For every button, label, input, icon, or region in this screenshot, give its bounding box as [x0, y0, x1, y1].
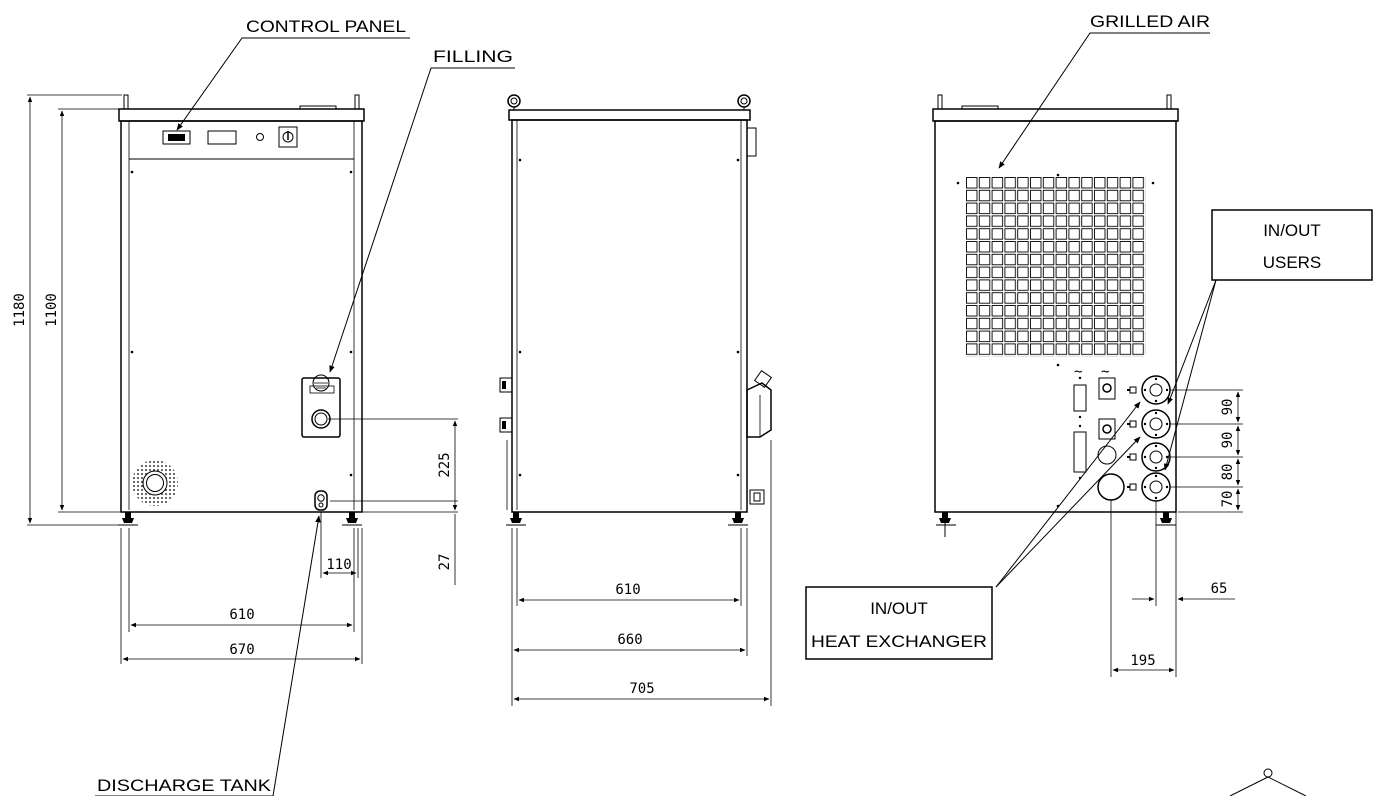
partial-symbol	[1263, 768, 1273, 778]
side-body	[511, 119, 748, 513]
display-unit	[162, 130, 191, 145]
cable-gland-panel	[1073, 431, 1087, 473]
front-dimensions	[27, 94, 458, 664]
label-hx-line2: HEAT EXCHANGER	[811, 632, 987, 651]
foot	[342, 512, 362, 526]
dim-225: 225	[437, 452, 453, 477]
label-hx-line1: IN/OUT	[870, 599, 928, 618]
lifting-pin	[937, 94, 943, 110]
label-discharge-tank: DISCHARGE TANK	[97, 776, 272, 795]
discharge-valve	[314, 490, 328, 511]
dim-90-b: 90	[1220, 432, 1236, 449]
eyebolt	[737, 94, 751, 110]
dim-670: 670	[229, 642, 254, 658]
gland	[1097, 445, 1117, 465]
dim-110: 110	[326, 557, 351, 573]
labels: CONTROL PANEL FILLING DISCHARGE TANK GRI…	[97, 12, 1321, 795]
main-switch	[278, 126, 298, 148]
vent-grille	[132, 460, 178, 506]
label-box-heat-exchanger	[805, 586, 993, 660]
lifting-pin	[1166, 94, 1172, 110]
cabinet-body	[120, 120, 363, 513]
top-cover	[118, 108, 365, 122]
air-grille	[966, 177, 1146, 357]
dim-705: 705	[629, 681, 654, 697]
power-connector	[1098, 377, 1116, 400]
dim-1180: 1180	[12, 293, 28, 327]
dim-27: 27	[437, 554, 453, 571]
side-fitting	[499, 377, 513, 393]
foot	[728, 512, 748, 526]
eyebolt	[507, 94, 521, 110]
rear-view: ~ ~	[932, 94, 1179, 537]
dim-195: 195	[1130, 653, 1155, 669]
side-dimensions	[511, 440, 772, 706]
tilde-symbol: ~	[1101, 364, 1109, 380]
dim-65: 65	[1211, 581, 1228, 597]
foot	[1156, 512, 1176, 526]
front-view	[118, 94, 365, 526]
rear-dimensions	[1110, 389, 1243, 677]
rear-body	[934, 120, 1177, 513]
side-filling-port	[746, 369, 773, 438]
dim-1100: 1100	[44, 293, 60, 327]
side-fitting	[499, 417, 513, 433]
controller-slot	[207, 130, 237, 145]
rear-top-cover	[932, 108, 1179, 122]
top-vent	[299, 105, 337, 110]
lifting-pin	[123, 94, 129, 110]
pipe-connection	[1127, 375, 1171, 405]
dim-80: 80	[1220, 464, 1236, 481]
foot	[936, 512, 956, 537]
cable-gland-panel	[1073, 384, 1087, 412]
side-discharge	[749, 489, 765, 505]
drain-plug	[1097, 473, 1125, 501]
label-box-users	[1211, 209, 1373, 281]
label-control-panel: CONTROL PANEL	[246, 17, 406, 36]
pipe-connection	[1127, 472, 1171, 502]
indicator-lamp	[256, 133, 264, 141]
label-grilled-air: GRILLED AIR	[1090, 12, 1210, 31]
lifting-pin	[354, 94, 360, 110]
foot	[506, 512, 526, 526]
leaders	[95, 32, 1373, 796]
side-view	[499, 94, 773, 526]
side-top-cover	[508, 109, 751, 121]
dimension-values: 1180 1100 225 27 110 610 670 610 660 705…	[12, 293, 1236, 697]
dim-610-front: 610	[229, 607, 254, 623]
dim-660: 660	[617, 632, 642, 648]
power-connector	[1098, 418, 1116, 440]
label-users-line2: USERS	[1263, 253, 1322, 272]
pipe-connection	[1127, 409, 1171, 439]
tilde-symbol: ~	[1074, 364, 1082, 380]
pipe-connection	[1127, 442, 1171, 472]
side-panel-bump	[746, 127, 757, 157]
filling-port	[301, 374, 341, 438]
dim-90-a: 90	[1220, 399, 1236, 416]
foot	[118, 512, 138, 526]
dim-70: 70	[1220, 491, 1236, 508]
label-users-line1: IN/OUT	[1263, 221, 1321, 240]
dim-610-side: 610	[615, 582, 640, 598]
label-filling: FILLING	[433, 47, 513, 66]
